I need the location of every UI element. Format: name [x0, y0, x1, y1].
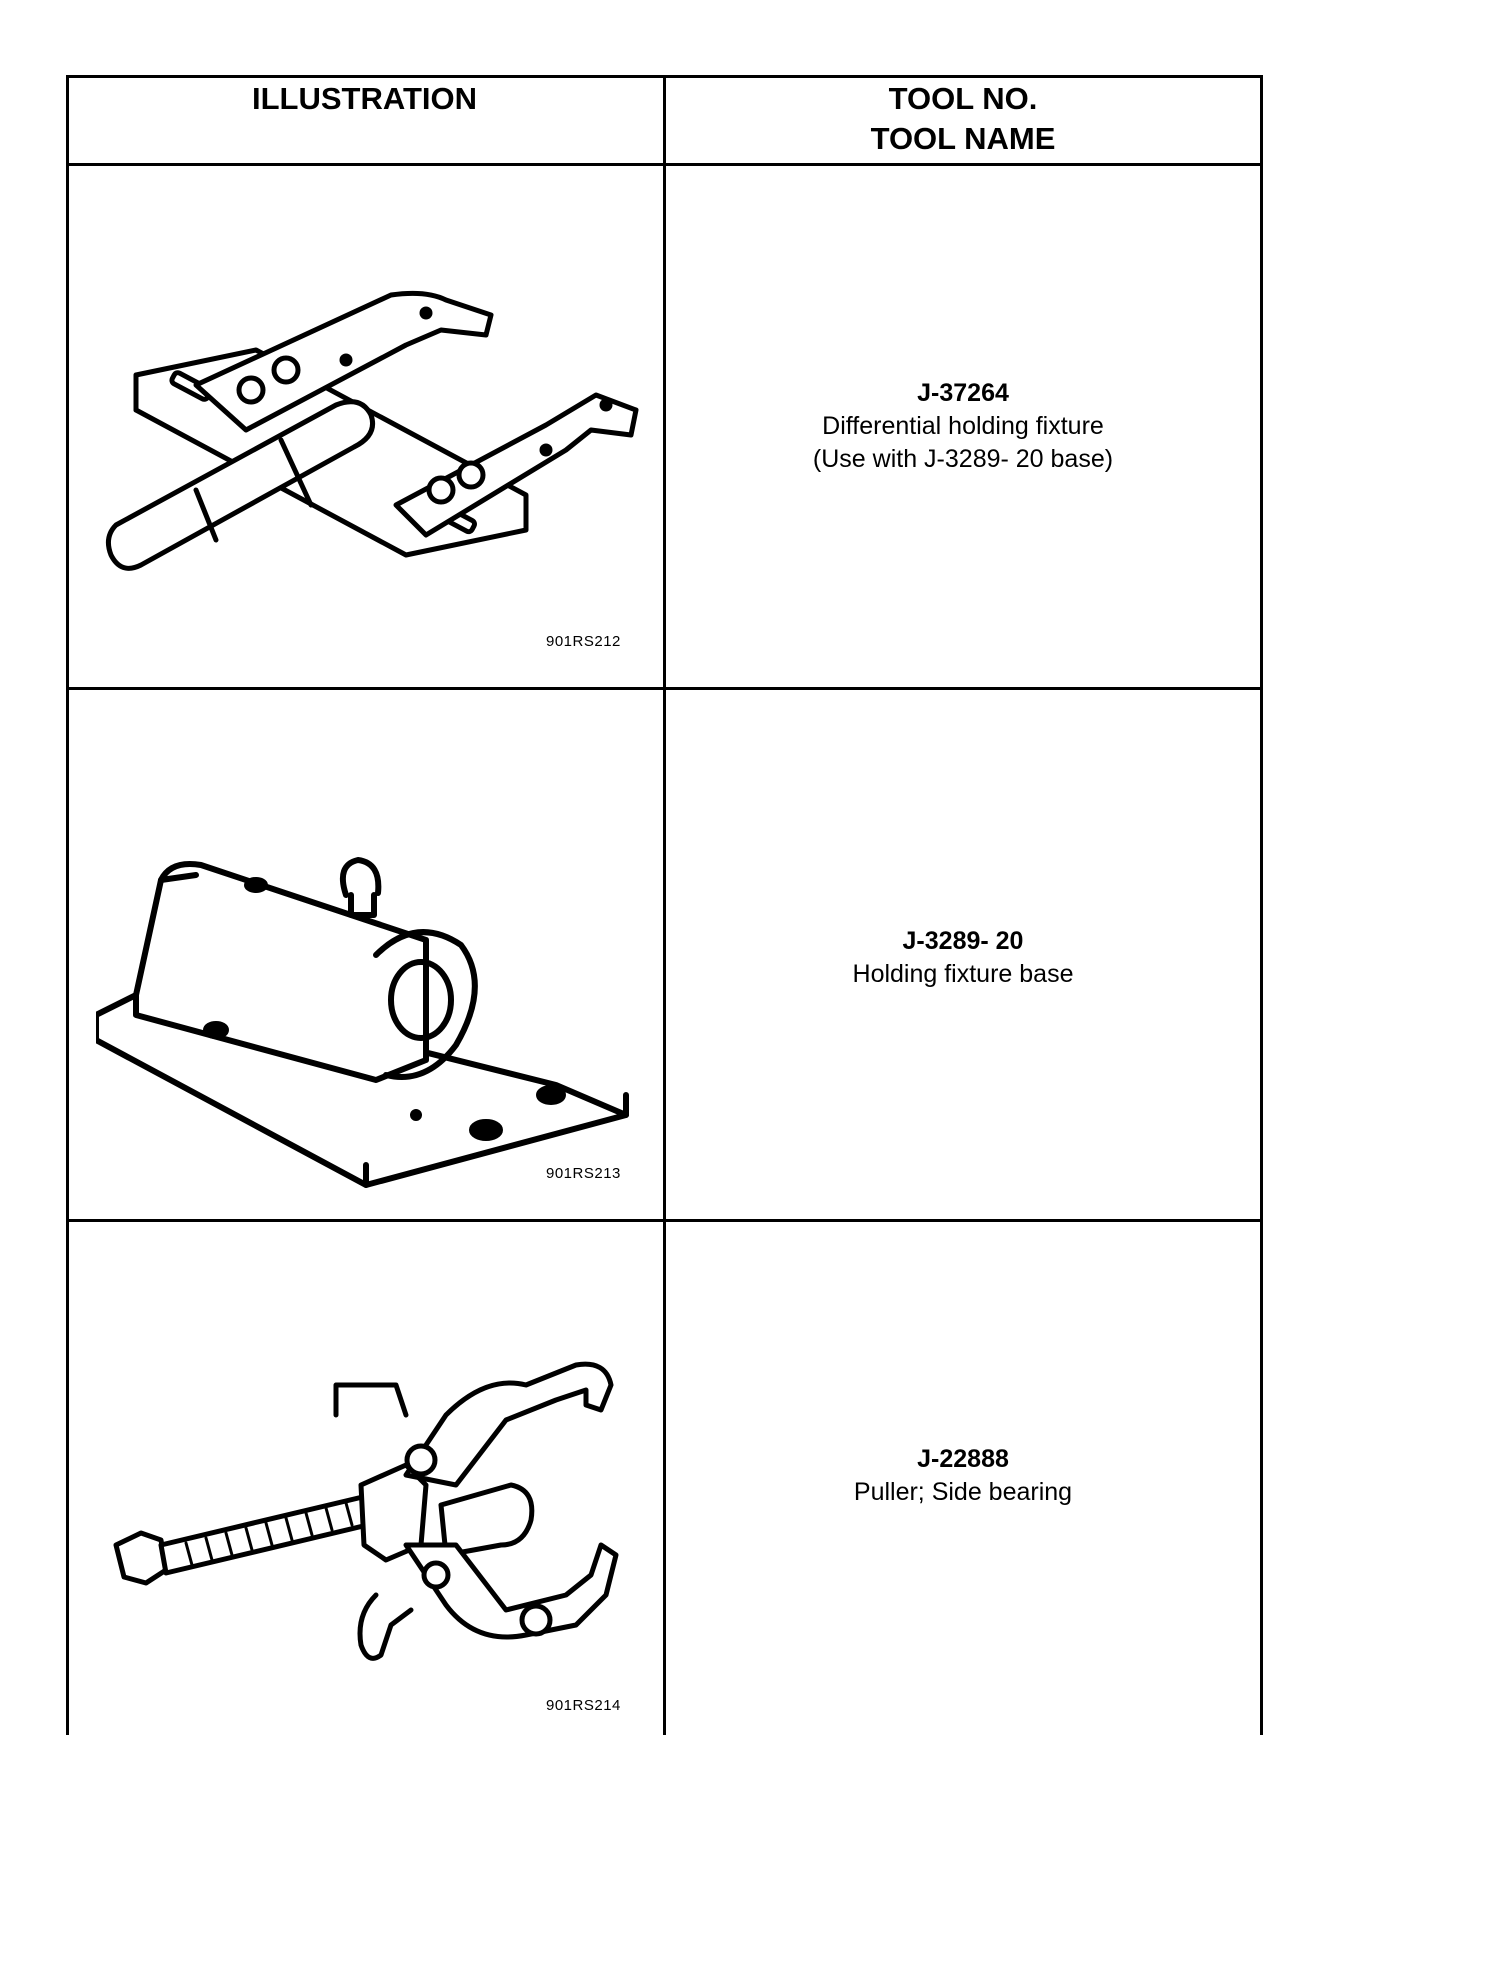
holding-fixture-base-illustration	[96, 785, 656, 1205]
differential-holding-fixture-illustration	[96, 255, 656, 585]
table-border-left	[66, 75, 69, 1735]
tool-column-header: TOOL NO. TOOL NAME	[666, 79, 1260, 159]
tool-info-j22888: J-22888 Puller; Side bearing	[666, 1443, 1260, 1509]
illustration-code: 901RS212	[546, 633, 621, 650]
illustration-code: 901RS214	[546, 1697, 621, 1714]
tool-info-j3289-20: J-3289- 20 Holding fixture base	[666, 925, 1260, 991]
tool-number: J-22888	[917, 1445, 1009, 1473]
table-border-right	[1260, 75, 1263, 1735]
tool-name-header-label: TOOL NAME	[870, 121, 1056, 156]
tool-note: (Use with J-3289- 20 base)	[812, 445, 1114, 473]
tool-no-header-label: TOOL NO.	[888, 81, 1038, 116]
side-bearing-puller-illustration	[106, 1345, 646, 1705]
special-tools-table: ILLUSTRATION TOOL NO. TOOL NAME	[66, 75, 1263, 1735]
tool-number: J-37264	[917, 379, 1009, 407]
illustration-code: 901RS213	[546, 1165, 621, 1182]
tool-name: Holding fixture base	[852, 960, 1074, 988]
tool-number: J-3289- 20	[902, 927, 1024, 955]
tool-name: Differential holding fixture	[822, 412, 1104, 440]
illustration-header-label: ILLUSTRATION	[251, 81, 477, 116]
tool-name: Puller; Side bearing	[853, 1478, 1073, 1506]
illustration-column-header: ILLUSTRATION	[66, 79, 663, 119]
tool-info-j37264: J-37264 Differential holding fixture (Us…	[666, 377, 1260, 476]
column-divider	[663, 75, 666, 1735]
